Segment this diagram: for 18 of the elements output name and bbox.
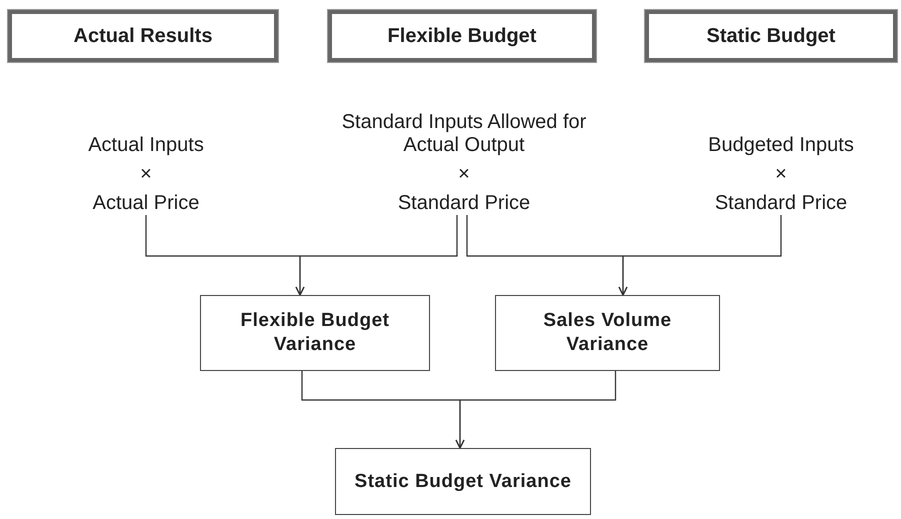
column-header-box: Actual Results xyxy=(8,10,278,62)
variance-box: Flexible Budget Variance xyxy=(200,295,430,371)
column-header-box: Static Budget xyxy=(645,10,897,62)
variance-box: Static Budget Variance xyxy=(335,448,591,515)
formula-text: Standard Inputs Allowed for Actual Output xyxy=(340,111,588,157)
multiply-sign: × xyxy=(458,163,470,186)
connector-arrow xyxy=(618,215,782,296)
multiply-sign: × xyxy=(140,163,152,186)
formula-text: Budgeted Inputs xyxy=(708,134,854,157)
multiply-sign: × xyxy=(775,163,787,186)
formula-text: Actual Inputs xyxy=(88,134,204,157)
connector-arrow xyxy=(295,215,458,296)
formula-text: Standard Price xyxy=(398,192,530,215)
formula-text: Actual Price xyxy=(92,192,200,215)
formula-text: Standard Price xyxy=(714,192,848,215)
variance-box: Sales Volume Variance xyxy=(495,295,720,371)
connector-arrow xyxy=(455,371,616,449)
column-header-box: Flexible Budget xyxy=(328,10,596,62)
